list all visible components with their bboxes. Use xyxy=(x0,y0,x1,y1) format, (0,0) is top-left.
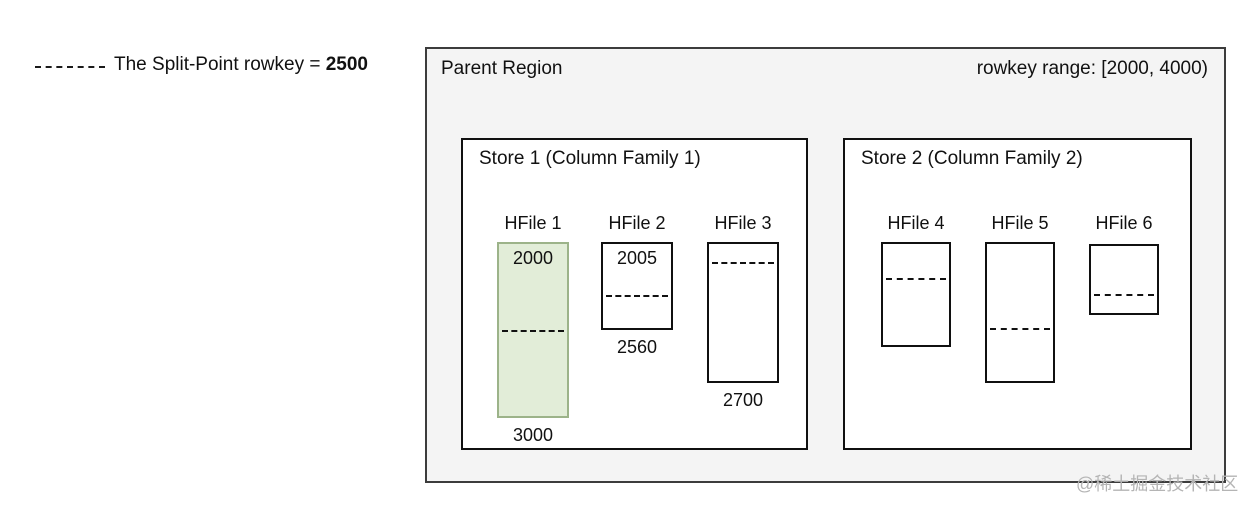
hfile-4-box xyxy=(881,242,951,347)
store-2-title: Store 2 (Column Family 2) xyxy=(861,148,1083,169)
hfile-2-start-key: 2005 xyxy=(616,248,658,268)
parent-region-box: Parent Region rowkey range: [2000, 4000)… xyxy=(425,47,1226,483)
split-point-legend-dash-icon xyxy=(35,66,105,68)
hfile-1-label: HFile 1 xyxy=(504,213,562,233)
split-point-legend-label: The Split-Point rowkey = 2500 xyxy=(114,54,368,76)
hfile-1-box: 2000 xyxy=(497,242,569,418)
hfile-5-split-point-line xyxy=(990,327,1050,330)
hfile-1-end-key: 3000 xyxy=(512,425,554,445)
store-2-box: Store 2 (Column Family 2) HFile 4 HFile … xyxy=(843,138,1192,450)
hfile-4-label: HFile 4 xyxy=(887,213,945,233)
hfile-6-label: HFile 6 xyxy=(1095,213,1153,233)
rowkey-range-label: rowkey range: [2000, 4000) xyxy=(976,58,1208,79)
hfile-2-end-key: 2560 xyxy=(616,337,658,357)
hfile-2-box: 2005 xyxy=(601,242,673,330)
hfile-3-box xyxy=(707,242,779,383)
hfile-6-box xyxy=(1089,244,1159,315)
hfile-4-split-point-line xyxy=(886,278,946,281)
legend-label-prefix: The Split-Point rowkey = xyxy=(114,54,326,75)
hfile-5-label: HFile 5 xyxy=(991,213,1049,233)
hfile-2-label: HFile 2 xyxy=(608,213,666,233)
parent-region-title: Parent Region xyxy=(441,58,563,79)
hfile-3-label: HFile 3 xyxy=(714,213,772,233)
hfile-3-split-point-line xyxy=(712,261,774,264)
hfile-6-split-point-line xyxy=(1094,294,1154,297)
hfile-2-split-point-line xyxy=(606,295,668,298)
hfile-3-end-key: 2700 xyxy=(722,390,764,410)
store-1-title: Store 1 (Column Family 1) xyxy=(479,148,701,169)
hfile-1-split-point-line xyxy=(502,330,564,332)
hfile-1-start-key: 2000 xyxy=(512,248,554,268)
hfile-5-box xyxy=(985,242,1055,383)
store-1-box: Store 1 (Column Family 1) HFile 1 2000 3… xyxy=(461,138,808,450)
watermark-text: @稀土掘金技术社区 xyxy=(1076,474,1239,494)
legend-split-value: 2500 xyxy=(325,54,369,75)
